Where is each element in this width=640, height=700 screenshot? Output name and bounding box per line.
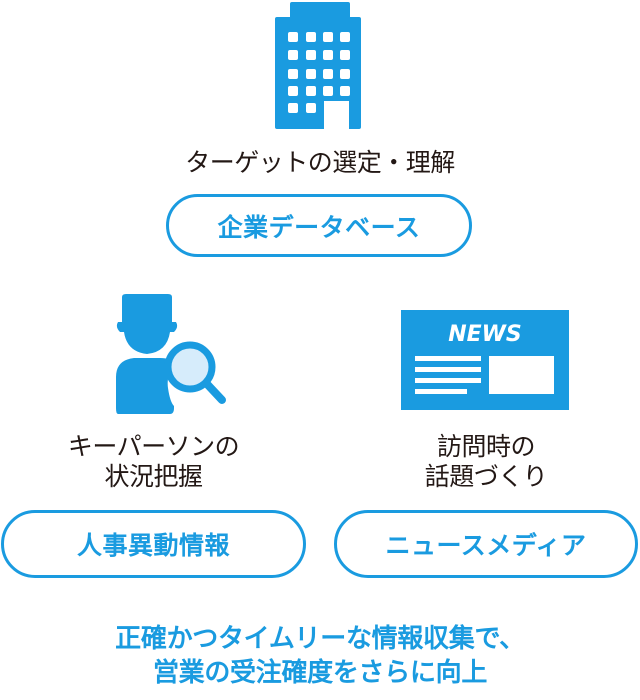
news-media-pill: ニュースメディア bbox=[334, 510, 638, 578]
person-search-icon bbox=[112, 292, 232, 417]
visit-topic-label-line-2: 話題づくり bbox=[424, 462, 548, 491]
tagline-line-2: 営業の受注確度をさらに向上 bbox=[152, 658, 488, 688]
key-person-label-line-1: キーパーソンの bbox=[67, 432, 240, 461]
corporate-database-text: 企業データベース bbox=[217, 212, 421, 242]
key-person-label-line-2: 状況把握 bbox=[104, 462, 203, 491]
key-person-label: キーパーソンの 状況把握 bbox=[0, 432, 307, 492]
corporate-database-pill: 企業データベース bbox=[166, 194, 472, 257]
visit-topic-label: 訪問時の 話題づくり bbox=[334, 432, 638, 492]
building-icon bbox=[275, 2, 361, 129]
newspaper-icon: NEWS bbox=[401, 310, 569, 410]
target-selection-label: ターゲットの選定・理解 bbox=[185, 148, 455, 177]
tagline-line-1: 正確かつタイムリーな情報収集で、 bbox=[115, 624, 525, 654]
tagline: 正確かつタイムリーな情報収集で、 営業の受注確度をさらに向上 bbox=[0, 622, 640, 690]
personnel-change-text: 人事異動情報 bbox=[76, 531, 230, 560]
news-media-text: ニュースメディア bbox=[385, 531, 587, 560]
personnel-change-pill: 人事異動情報 bbox=[1, 510, 306, 578]
news-badge-text: NEWS bbox=[448, 322, 522, 347]
visit-topic-label-line-1: 訪問時の bbox=[436, 432, 536, 461]
